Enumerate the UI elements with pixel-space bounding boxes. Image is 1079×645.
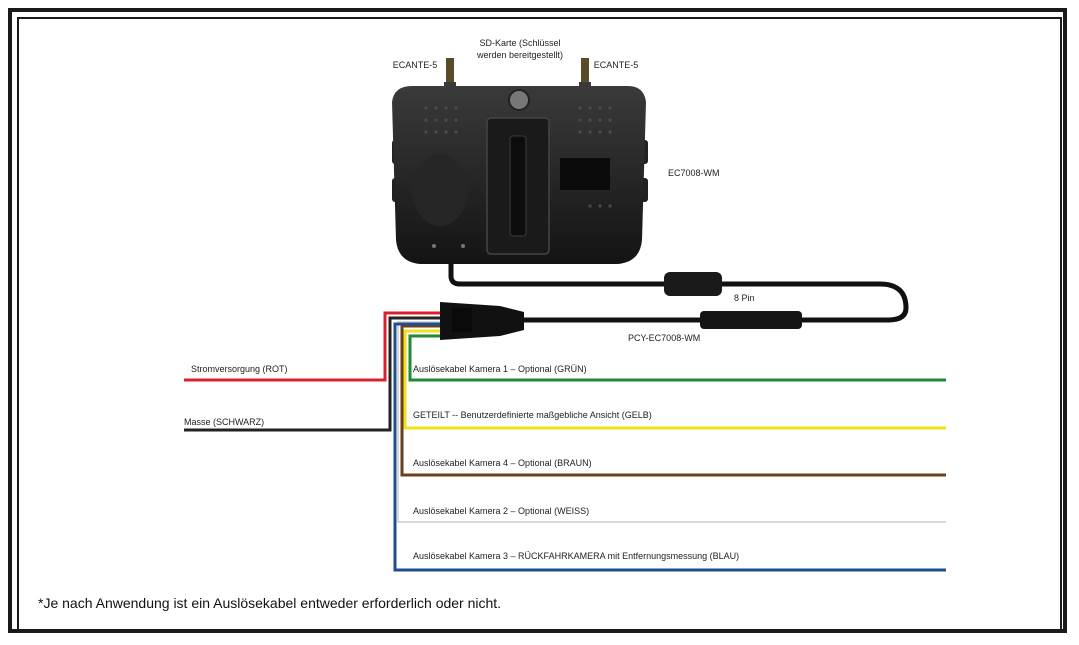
wire-brown: [400, 324, 946, 477]
antenna-left: [444, 58, 456, 90]
wire-label-blue: Auslösekabel Kamera 3 – RÜCKFAHRKAMERA m…: [413, 551, 739, 561]
antenna-left-label: ECANTE-5: [393, 60, 438, 70]
wire-label-brown: Auslösekabel Kamera 4 – Optional (BRAUN): [413, 458, 592, 468]
wire-ground: [184, 316, 440, 432]
wire-label-ground: Masse (SCHWARZ): [184, 417, 264, 427]
device-model-label: EC7008-WM: [668, 168, 720, 178]
wire-label-power: Stromversorgung (ROT): [191, 364, 288, 374]
harness-plug: [440, 302, 524, 340]
sd-card-label-line1: SD-Karte (Schlüssel: [479, 38, 560, 48]
cable-model-label: PCY-EC7008-WM: [628, 333, 700, 343]
pin-count-label: 8 Pin: [734, 293, 755, 303]
antenna-right-label: ECANTE-5: [594, 60, 639, 70]
wire-label-white: Auslösekabel Kamera 2 – Optional (WEISS): [413, 506, 589, 516]
wire-yellow: [403, 329, 946, 430]
wire-power: [184, 311, 440, 382]
wire-label-yellow: GETEILT -- Benutzerdefinierte maßgeblich…: [413, 410, 652, 420]
main-cable: [448, 262, 909, 323]
wire-green: [408, 334, 946, 382]
wire-white: [397, 321, 946, 523]
wire-label-green: Auslösekabel Kamera 1 – Optional (GRÜN): [413, 364, 587, 374]
sd-card-label-line2: werden bereitgestellt): [476, 50, 563, 60]
monitor-device: [392, 86, 648, 264]
antenna-right: [579, 58, 591, 90]
ferrite-core: [664, 272, 722, 296]
footnote: *Je nach Anwendung ist ein Auslösekabel …: [38, 595, 502, 611]
pin-connector: [700, 311, 802, 329]
inner-frame: [17, 17, 1062, 632]
wire-blue: [393, 322, 946, 572]
